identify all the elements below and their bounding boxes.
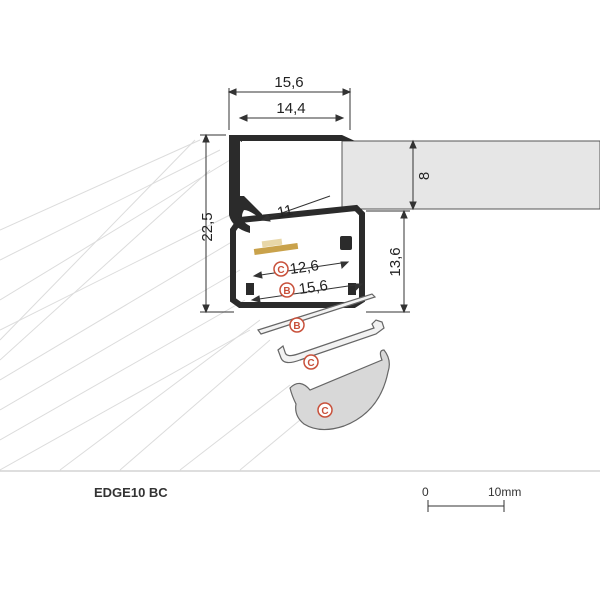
svg-text:C: C	[307, 358, 314, 369]
scale-end-label: 10mm	[488, 485, 522, 499]
perspective-lines	[0, 139, 301, 471]
svg-text:C: C	[321, 406, 328, 417]
dim-height-label: 22,5	[199, 212, 216, 241]
led-strip	[253, 238, 299, 256]
scale-bar	[427, 500, 505, 512]
diffuser-b: B	[257, 293, 377, 335]
scale-start-label: 0	[422, 485, 429, 499]
dim-height	[200, 133, 234, 314]
callout-b-profile: B	[279, 282, 295, 298]
dim-outer-width	[227, 88, 352, 130]
dim-diffuser-width-label: 15,6	[298, 277, 329, 298]
dim-clip-depth	[260, 195, 331, 222]
aluminium-profile	[229, 135, 365, 308]
svg-text:B: B	[283, 286, 290, 297]
dim-inner-width-label: 14,4	[276, 100, 305, 117]
dim-channel-width-label: 12,6	[289, 257, 320, 278]
svg-text:C: C	[277, 265, 284, 276]
cover-c: C	[277, 319, 385, 370]
product-title: EDGE10 BC	[94, 485, 168, 500]
dim-inner-width	[238, 114, 345, 122]
dim-side-height	[366, 209, 410, 314]
panel	[341, 140, 600, 210]
dim-channel-width	[252, 261, 350, 279]
dim-clip-depth-label: 11	[276, 202, 295, 222]
dim-panel-thickness	[409, 139, 417, 211]
dim-panel-thickness-label: 8	[416, 172, 433, 180]
dim-diffuser-width	[250, 283, 364, 303]
dim-outer-width-label: 15,6	[274, 74, 303, 91]
callout-c-profile: C	[273, 261, 289, 277]
dim-side-height-label: 13,6	[387, 247, 404, 276]
svg-text:B: B	[293, 321, 300, 332]
diffuser-c-round: C	[289, 349, 390, 431]
